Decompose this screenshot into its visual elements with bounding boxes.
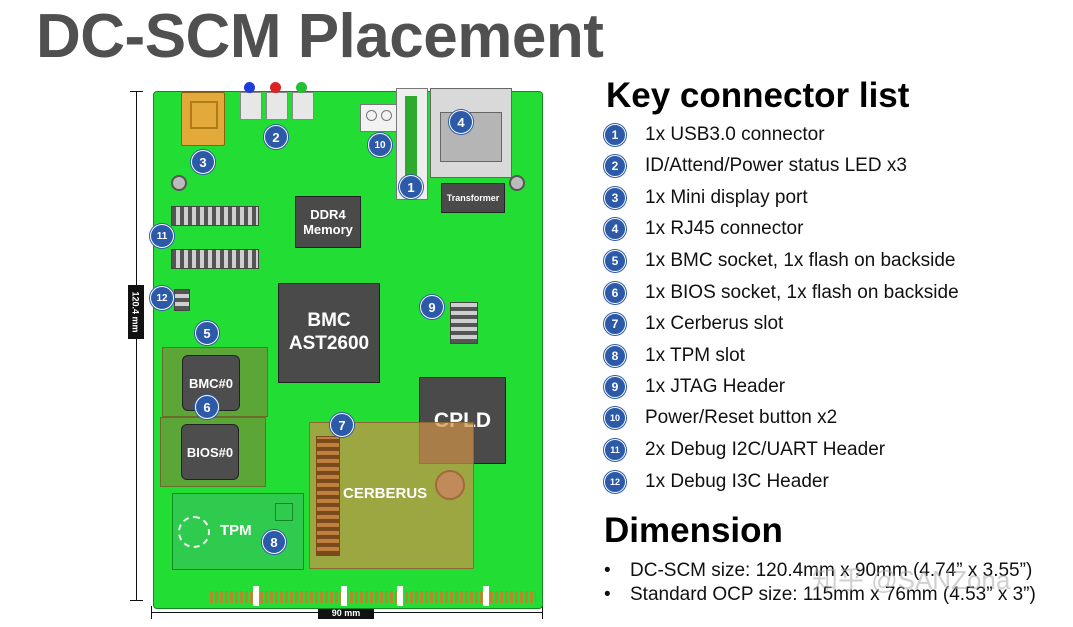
number-badge: 5 bbox=[604, 250, 626, 272]
number-badge: 3 bbox=[604, 187, 626, 209]
badge-1: 1 bbox=[399, 175, 423, 199]
badge-6: 6 bbox=[195, 395, 219, 419]
badge-5: 5 bbox=[195, 321, 219, 345]
number-badge: 4 bbox=[604, 218, 626, 240]
number-badge: 11 bbox=[604, 439, 626, 461]
number-badge: 8 bbox=[604, 345, 626, 367]
bmc-ast2600: BMC AST2600 bbox=[278, 283, 380, 383]
edge-connector bbox=[210, 591, 536, 603]
number-badge: 6 bbox=[604, 282, 626, 304]
dimension-item: •DC-SCM size: 120.4mm x 90mm (4.74” x 3.… bbox=[604, 560, 1033, 581]
cerberus-label: CERBERUS bbox=[343, 485, 428, 502]
number-badge: 12 bbox=[604, 471, 626, 493]
page-title: DC-SCM Placement bbox=[36, 2, 604, 71]
watermark: 知乎 @SANZona bbox=[812, 565, 1011, 595]
tpm-label: TPM bbox=[220, 522, 252, 539]
badge-8: 8 bbox=[262, 530, 286, 554]
number-badge: 7 bbox=[604, 313, 626, 335]
bios0-socket: BIOS#0 bbox=[181, 424, 239, 480]
jtag-header bbox=[450, 302, 478, 344]
badge-9: 9 bbox=[420, 295, 444, 319]
key-connector-heading: Key connector list bbox=[606, 76, 910, 115]
led-blue bbox=[240, 92, 262, 120]
badge-11: 11 bbox=[150, 224, 174, 248]
transformer: Transformer bbox=[441, 183, 505, 213]
number-badge: 2 bbox=[604, 155, 626, 177]
height-dimension-line bbox=[136, 91, 137, 600]
ddr4-memory: DDR4 Memory bbox=[295, 196, 361, 248]
mounting-hole bbox=[171, 175, 187, 191]
number-badge: 1 bbox=[604, 124, 626, 146]
debug-i3c-header bbox=[174, 289, 190, 311]
width-dimension-label: 90 mm bbox=[318, 606, 374, 619]
number-badge: 9 bbox=[604, 376, 626, 398]
height-dimension-label: 120.4 mm bbox=[128, 285, 144, 339]
debug-i2c-uart-header-2 bbox=[171, 249, 259, 269]
dimension-item: •Standard OCP size: 115mm x 76mm (4.53” … bbox=[604, 584, 1036, 605]
badge-10: 10 bbox=[368, 133, 392, 157]
bmc0-socket: BMC#0 bbox=[182, 355, 240, 411]
badge-2: 2 bbox=[264, 125, 288, 149]
led-red bbox=[266, 92, 288, 120]
mounting-hole bbox=[509, 175, 525, 191]
badge-3: 3 bbox=[191, 150, 215, 174]
debug-i2c-uart-header-1 bbox=[171, 206, 259, 226]
badge-4: 4 bbox=[449, 110, 473, 134]
badge-12: 12 bbox=[150, 286, 174, 310]
badge-7: 7 bbox=[330, 413, 354, 437]
led-green bbox=[292, 92, 314, 120]
number-badge: 10 bbox=[604, 407, 626, 429]
dimension-heading: Dimension bbox=[604, 511, 783, 550]
